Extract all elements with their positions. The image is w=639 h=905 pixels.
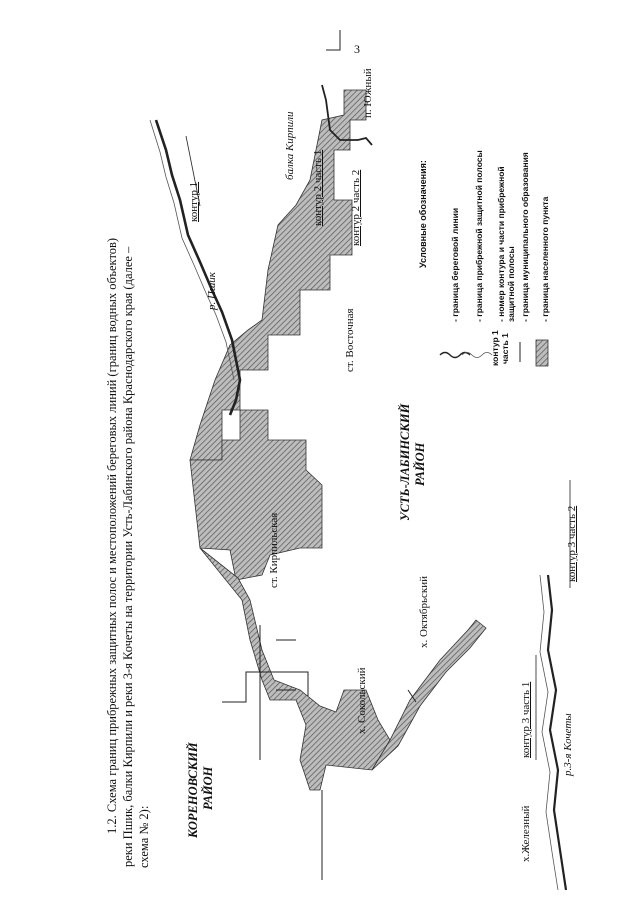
legend-shoreline-symbol [439, 351, 471, 359]
river-kochety-buffer [539, 574, 559, 891]
legend-item-contour-cont: защитной полосы [506, 246, 516, 322]
river-pshik-buffer [149, 119, 235, 381]
page-number: 3 [354, 42, 360, 56]
river-kochety [546, 574, 568, 891]
district-ust-labinsky-line1: УСТЬ-ЛАБИНСКИЙ [398, 403, 412, 521]
river-pshik-label: р. Пшик [206, 272, 218, 310]
contour-2-part-2-label: контур 2 часть 2 [350, 169, 362, 246]
settlement-area-oktyabrsky [371, 619, 487, 771]
contour-1-leader [185, 135, 201, 207]
river-kirpili [321, 84, 373, 146]
settlement-area-kirpilskaya [189, 89, 367, 461]
legend-settlement-symbol [535, 339, 549, 367]
district-ust-labinsky-line2: РАЙОН [413, 442, 427, 486]
legend-title: Условные обозначения: [418, 160, 428, 268]
contour-3-part-1-label: контур 3 часть 1 [520, 681, 532, 758]
legend-item-municipal: - граница муниципального образования [520, 152, 530, 322]
district-korenovsky-line2: РАЙОН [201, 766, 215, 810]
place-yuzhny: п. Южный [362, 68, 374, 118]
place-vostochnaya: ст. Восточная [344, 308, 356, 372]
contour-1-label: контур 1 [188, 181, 200, 222]
legend-item-buffer: - граница прибрежной защитной полосы [474, 150, 484, 322]
settlement-area-west [189, 409, 323, 581]
place-sokolsky: х. Сокольский [356, 667, 368, 734]
river-kirpili-label: балка Кирпили [284, 111, 296, 180]
place-oktyabrsky: х. Октябрьский [418, 576, 430, 648]
legend-item-shoreline: - граница береговой линии [450, 207, 460, 322]
river-kochety-label: р.3-я Кочеты [562, 713, 574, 776]
place-zhelezny: х.Железный [520, 805, 532, 862]
caption-line-3: схема № 2): [137, 805, 151, 868]
contour-3-part-2-label: контур 3 часть 2 [566, 505, 578, 582]
place-kirpilskaya: ст. Кирпильская [268, 512, 280, 588]
legend-item-settlement: - граница населенного пункта [540, 196, 550, 322]
river-pshik [154, 119, 242, 416]
legend-contour-sample-2: часть 1 [500, 333, 510, 364]
legend-buffer-symbol [461, 352, 493, 358]
legend-item-contour: - номер контура и части прибрежной [496, 166, 506, 322]
district-korenovsky-line1: КОРЕНОВСКИЙ [186, 742, 200, 838]
contour-2-part-1-label: контур 2 часть 1 [312, 149, 324, 226]
caption-line-2: реки Пшик, балки Кирпили и реки 3-я Коче… [121, 246, 135, 867]
municipal-boundary [222, 30, 417, 880]
legend-contour-sample-1: контур 1 [490, 330, 500, 366]
caption-line-1: 1.2. Схема границ прибрежных защитных по… [105, 237, 119, 834]
